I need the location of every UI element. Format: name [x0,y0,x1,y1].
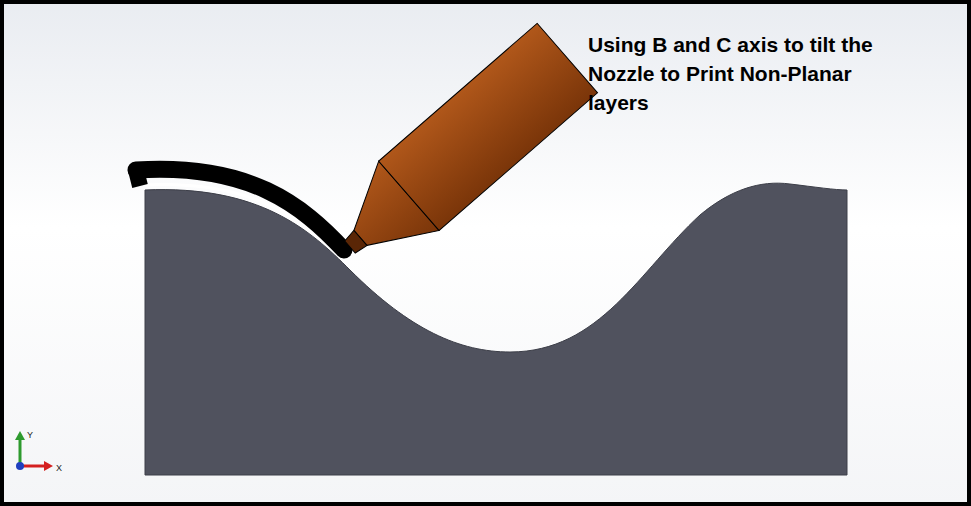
axis-triad [15,431,53,471]
printed-bead [136,169,344,250]
nozzle [320,23,598,281]
axis-label: X [56,463,62,473]
part-surface [145,183,847,475]
bead-end [136,170,140,186]
x-arrow [44,461,53,471]
y-axis [19,438,22,466]
annotation-note: Using B and C axis to tilt the Nozzle to… [588,30,918,117]
z-axis [16,462,24,470]
nozzle-body [379,23,598,230]
axis-label: Y [27,430,33,440]
y-arrow [15,431,25,440]
